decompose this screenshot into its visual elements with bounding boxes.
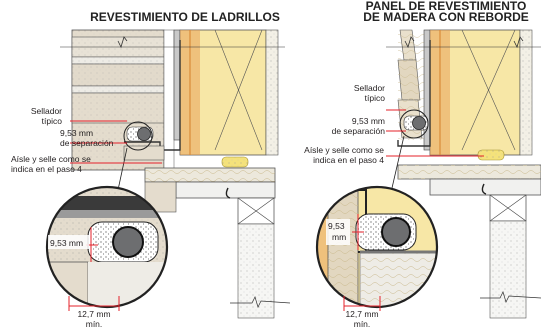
- detail-gap-label-2: mm: [332, 232, 346, 242]
- min-label-1: 12,7 mm: [345, 309, 378, 319]
- gap-label-2: de separación: [332, 126, 386, 136]
- sealant-label-2: típico: [42, 116, 63, 126]
- seal-label-1: Aísle y selle como se: [304, 145, 384, 155]
- wood-framing: [179, 29, 279, 156]
- sealant-label-2: típico: [365, 93, 386, 103]
- detail-gap-label-1: 9,53: [328, 221, 345, 231]
- annotation-lines: [343, 109, 484, 311]
- seal-label-2: indica en el paso 4: [313, 155, 384, 165]
- annotation-lines: [68, 120, 162, 311]
- window-frame: [397, 149, 541, 196]
- wood-framing: [429, 29, 533, 156]
- panel-title-line-2: DE MADERA CON REBORDE: [363, 10, 529, 24]
- min-label-2: mín.: [86, 319, 103, 329]
- min-label-2: mín.: [354, 319, 371, 329]
- gap-label-1: 9,53 mm: [60, 128, 93, 138]
- gap-label-1: 9,53 mm: [352, 116, 385, 126]
- panel-wood: PANEL DE REVESTIMIENTO DE MADERA CON REB…: [304, 0, 541, 329]
- min-label-1: 12,7 mm: [77, 309, 110, 319]
- window-frame: [144, 156, 276, 199]
- panel-title: REVESTIMIENTO DE LADRILLOS: [90, 10, 280, 24]
- sealant-label-1: Sellador: [354, 83, 385, 93]
- panel-title-line-1: PANEL DE REVESTIMIENTO: [366, 0, 527, 13]
- seal-label-1: Aísle y selle como se: [11, 154, 91, 164]
- panel-brick: REVESTIMIENTO DE LADRILLOS: [11, 10, 291, 329]
- detail-gap-label: 9,53 mm: [50, 238, 83, 248]
- seal-label-2: indica en el paso 4: [11, 164, 82, 174]
- detail-callout: [315, 185, 439, 309]
- gap-label-2: de separación: [60, 138, 114, 148]
- sealant-label-1: Sellador: [31, 106, 62, 116]
- brick-veneer: [71, 29, 165, 171]
